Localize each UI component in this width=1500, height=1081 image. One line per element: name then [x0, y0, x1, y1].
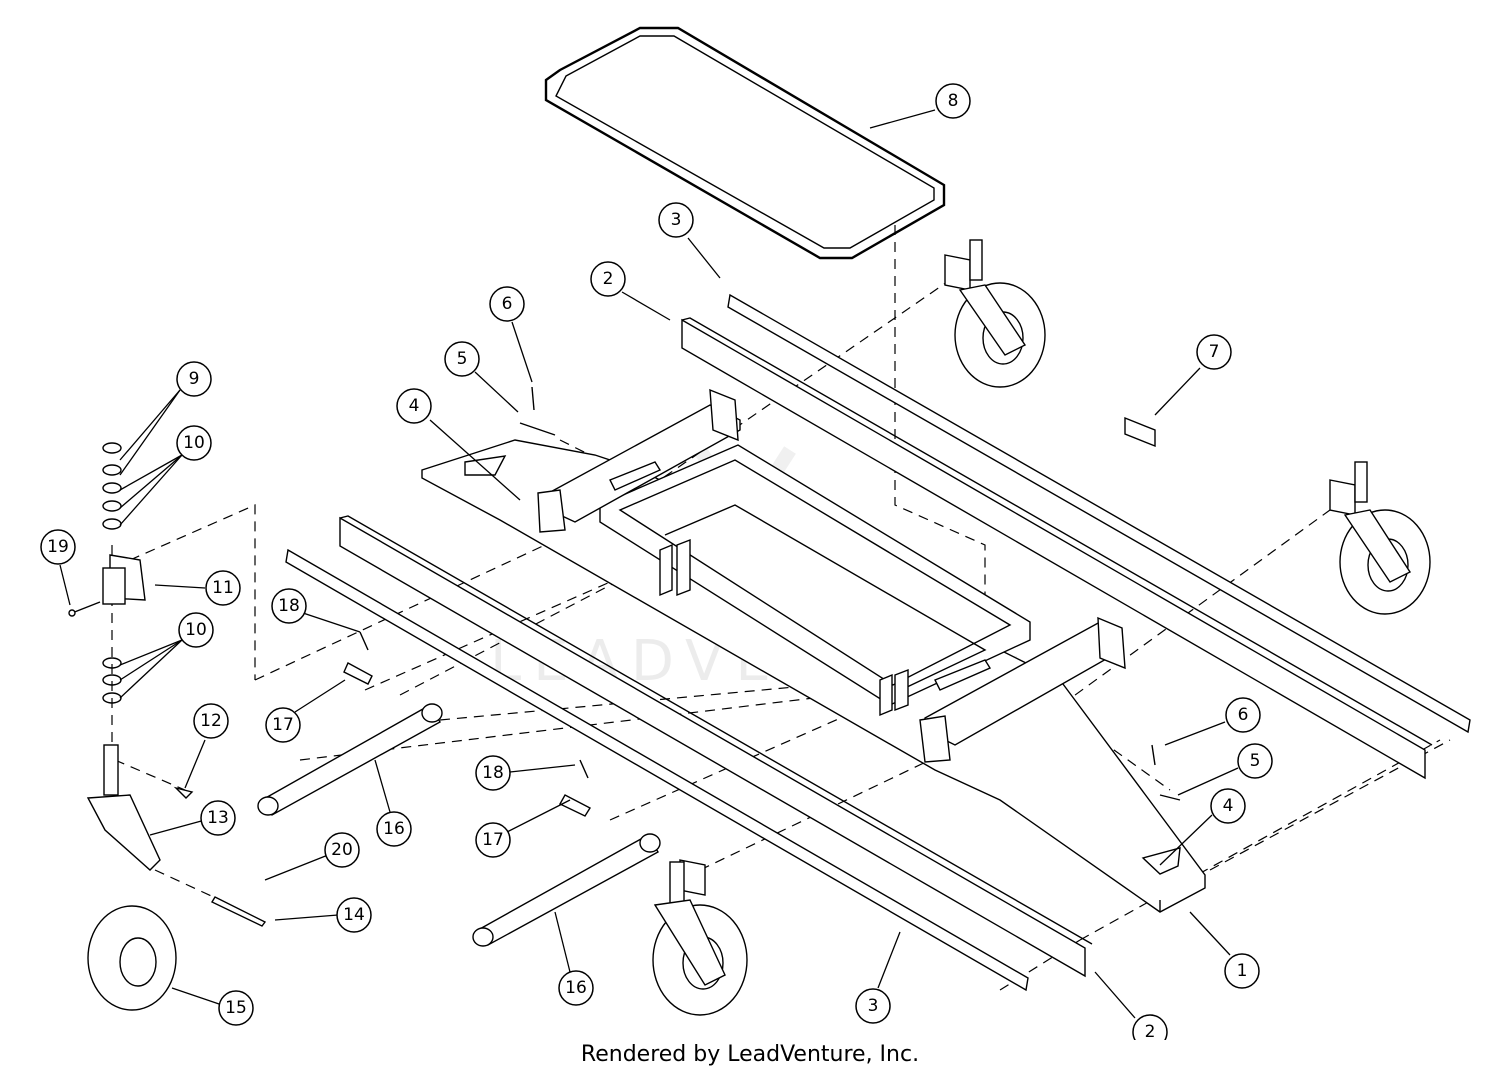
exploded-view-drawing: LEADVENTURE [40, 26, 1471, 1040]
svg-text:10: 10 [183, 433, 205, 453]
svg-text:10: 10 [185, 620, 207, 640]
callout-19: 19 [40, 529, 76, 565]
loose-caster-assembly [68, 442, 267, 1011]
svg-text:9: 9 [189, 369, 200, 389]
rear-side-rails [681, 293, 1471, 780]
callout-4-right: 4 [1210, 788, 1246, 824]
bolts-and-clips [519, 386, 1181, 801]
callout-18-left: 18 [271, 588, 307, 624]
front-side-rails [285, 515, 1093, 992]
svg-text:17: 17 [272, 715, 294, 735]
svg-text:4: 4 [1223, 796, 1234, 816]
callout-5-right: 5 [1237, 743, 1273, 779]
callout-1: 1 [1224, 953, 1260, 989]
callout-17-right: 17 [475, 822, 511, 858]
svg-text:18: 18 [278, 596, 300, 616]
callout-3-rear: 3 [658, 202, 694, 238]
callout-3-front: 3 [855, 988, 891, 1024]
callout-13: 13 [200, 800, 236, 836]
render-credit: Rendered by LeadVenture, Inc. [580, 1042, 920, 1067]
callout-2-front: 2 [1132, 1014, 1168, 1040]
svg-text:3: 3 [671, 210, 682, 230]
svg-text:1: 1 [1237, 961, 1248, 981]
svg-text:2: 2 [603, 269, 614, 289]
svg-text:6: 6 [1238, 705, 1249, 725]
callout-leaders [59, 109, 1239, 1019]
caster-wheel-rear-right [1329, 461, 1431, 615]
callout-17-left: 17 [265, 707, 301, 743]
svg-text:3: 3 [868, 996, 879, 1016]
part-8-tray [544, 26, 946, 260]
svg-text:7: 7 [1209, 342, 1220, 362]
part-7-decal [1124, 416, 1156, 448]
callout-15: 15 [218, 990, 254, 1026]
svg-text:16: 16 [383, 819, 405, 839]
callout-6-right: 6 [1225, 697, 1261, 733]
svg-text:13: 13 [207, 808, 229, 828]
part-1-frame [421, 388, 1206, 913]
svg-text:2: 2 [1145, 1022, 1156, 1040]
svg-text:18: 18 [482, 763, 504, 783]
callout-4-left: 4 [396, 388, 432, 424]
callout-20: 20 [324, 832, 360, 868]
svg-text:4: 4 [409, 396, 420, 416]
svg-text:15: 15 [225, 998, 247, 1018]
svg-text:6: 6 [502, 294, 513, 314]
callout-9: 9 [176, 361, 212, 397]
caster-wheel-rear-left [944, 239, 1046, 388]
callout-2-rear: 2 [590, 261, 626, 297]
caster-wheel-front [652, 859, 748, 1016]
callout-10-lower: 10 [178, 612, 214, 648]
svg-text:14: 14 [343, 905, 365, 925]
svg-text:16: 16 [565, 978, 587, 998]
callout-7: 7 [1196, 334, 1232, 370]
callout-11: 11 [205, 570, 241, 606]
svg-text:12: 12 [200, 711, 222, 731]
svg-text:20: 20 [331, 840, 353, 860]
callout-16-right: 16 [558, 970, 594, 1006]
svg-text:17: 17 [482, 830, 504, 850]
callout-12: 12 [193, 703, 229, 739]
callout-8: 8 [935, 83, 971, 119]
callout-16-left: 16 [376, 811, 412, 847]
axle-and-pins [257, 631, 661, 947]
callout-14: 14 [336, 897, 372, 933]
svg-text:19: 19 [47, 537, 69, 557]
callout-5-left: 5 [444, 341, 480, 377]
svg-text:11: 11 [212, 578, 234, 598]
svg-text:5: 5 [457, 349, 468, 369]
callout-10-upper: 10 [176, 425, 212, 461]
callout-6-left: 6 [489, 286, 525, 322]
svg-text:8: 8 [948, 91, 959, 111]
svg-text:5: 5 [1250, 751, 1261, 771]
callout-18-right: 18 [475, 755, 511, 791]
